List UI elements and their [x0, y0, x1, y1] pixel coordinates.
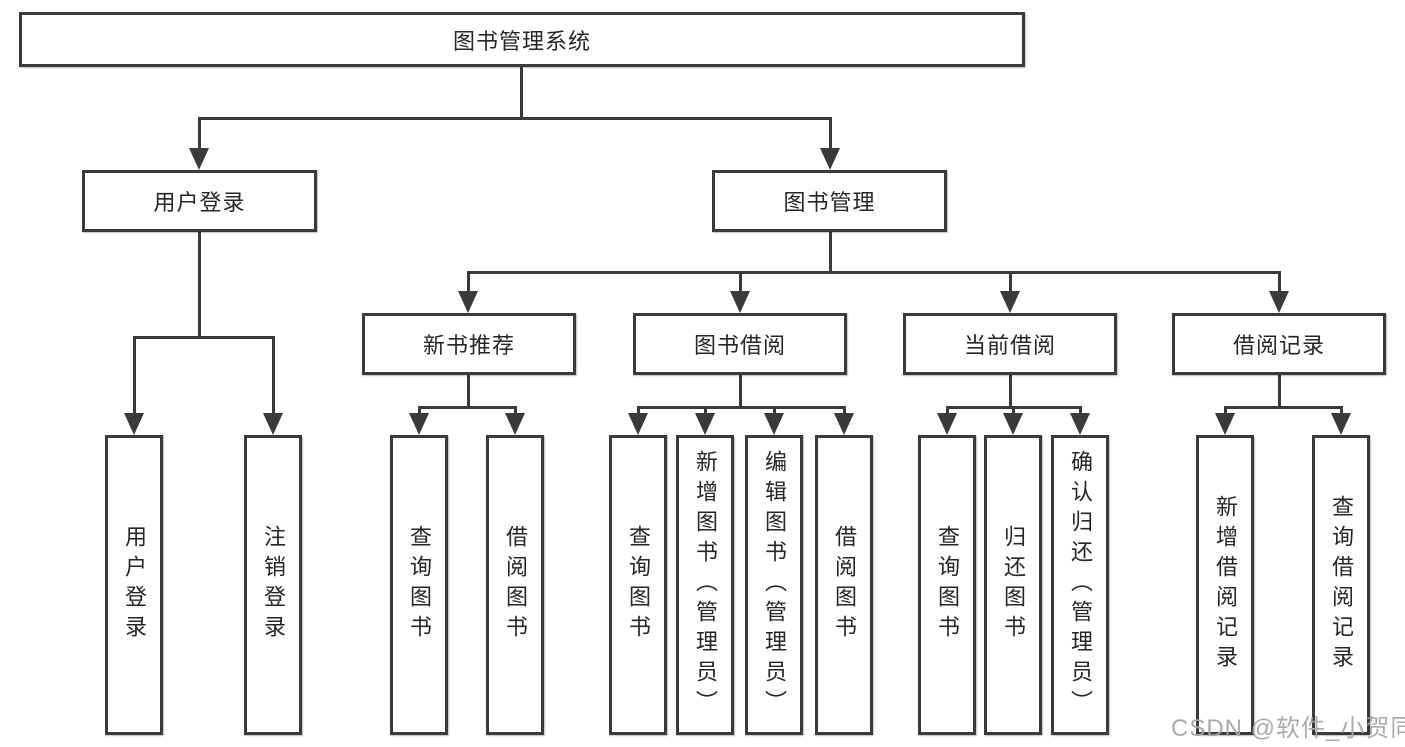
arrow-down-icon — [1269, 291, 1289, 313]
arrow-down-icon — [628, 413, 648, 435]
arrow-down-icon — [764, 413, 784, 435]
connector-line — [133, 336, 275, 339]
connector-line — [198, 117, 201, 150]
connector-line — [1012, 406, 1015, 415]
leaf-add-books-admin: 新增图书（管理员） — [676, 435, 734, 735]
arrow-down-icon — [409, 413, 429, 435]
connector-line — [198, 232, 201, 339]
arrow-down-icon — [1000, 291, 1020, 313]
connector-line — [1009, 271, 1012, 293]
node-label: 图书管理 — [783, 190, 876, 215]
node-label: 当前借阅 — [963, 333, 1056, 358]
node-label: 图书管理系统 — [452, 28, 591, 54]
leaf-user-login: 用户登录 — [105, 435, 163, 735]
node-new-book-recommend: 新书推荐 — [362, 313, 576, 375]
connector-line — [1278, 271, 1281, 293]
connector-line — [520, 67, 523, 119]
leaf-return-books: 归还图书 — [984, 435, 1042, 735]
arrow-down-icon — [263, 413, 283, 435]
connector-line — [1079, 406, 1082, 415]
leaf-label: 确认归还（管理员） — [1068, 450, 1093, 720]
leaf-label: 用户登录 — [122, 525, 147, 645]
leaf-borrow-books-recommend: 借阅图书 — [486, 435, 544, 735]
leaf-label: 查询图书 — [407, 525, 432, 645]
connector-line — [1224, 406, 1227, 415]
node-book-borrowing: 图书借阅 — [633, 313, 847, 375]
connector-line — [272, 336, 275, 415]
arrow-down-icon — [820, 148, 840, 170]
leaf-label: 归还图书 — [1001, 525, 1026, 645]
node-label: 图书借阅 — [693, 333, 786, 358]
connector-line — [739, 271, 742, 293]
arrow-down-icon — [505, 413, 525, 435]
leaf-confirm-return-admin: 确认归还（管理员） — [1051, 435, 1109, 735]
connector-line — [637, 406, 845, 409]
node-book-management: 图书管理 — [712, 170, 947, 232]
node-label: 用户登录 — [153, 190, 246, 215]
leaf-label: 新增图书（管理员） — [693, 450, 718, 720]
leaf-label: 查询图书 — [626, 525, 651, 645]
leaf-label: 注销登录 — [261, 525, 286, 645]
node-user-login: 用户登录 — [82, 170, 317, 232]
arrow-down-icon — [1331, 413, 1351, 435]
leaf-logout: 注销登录 — [244, 435, 302, 735]
connector-line — [773, 406, 776, 415]
leaf-query-books-current: 查询图书 — [918, 435, 976, 735]
connector-line — [418, 406, 517, 409]
connector-line — [133, 336, 136, 415]
connector-line — [637, 406, 640, 415]
connector-line — [739, 375, 742, 409]
connector-line — [467, 271, 1281, 274]
leaf-label: 查询借阅记录 — [1329, 495, 1354, 675]
connector-line — [829, 232, 832, 274]
connector-line — [1009, 375, 1012, 409]
connector-line — [704, 406, 707, 415]
leaf-label: 借阅图书 — [832, 525, 857, 645]
connector-line — [1340, 406, 1343, 415]
arrow-down-icon — [124, 413, 144, 435]
leaf-add-borrow-record: 新增借阅记录 — [1196, 435, 1254, 735]
watermark: CSDN @软件_小贺同学 — [1171, 715, 1405, 742]
leaf-query-books-recommend: 查询图书 — [390, 435, 448, 735]
leaf-label: 新增借阅记录 — [1213, 495, 1238, 675]
connector-line — [829, 117, 832, 150]
connector-line — [467, 375, 470, 409]
connector-line — [1278, 375, 1281, 409]
leaf-edit-books-admin: 编辑图书（管理员） — [745, 435, 803, 735]
arrow-down-icon — [1003, 413, 1023, 435]
connector-line — [467, 271, 470, 293]
connector-line — [1224, 406, 1343, 409]
arrow-down-icon — [937, 413, 957, 435]
arrow-down-icon — [695, 413, 715, 435]
arrow-down-icon — [834, 413, 854, 435]
node-current-borrowing: 当前借阅 — [903, 313, 1117, 375]
connector-line — [946, 406, 949, 415]
leaf-label: 编辑图书（管理员） — [762, 450, 787, 720]
arrow-down-icon — [458, 291, 478, 313]
arrow-down-icon — [189, 148, 209, 170]
node-borrowing-records: 借阅记录 — [1172, 313, 1386, 375]
connector-line — [198, 117, 832, 120]
node-library-management-system: 图书管理系统 — [19, 12, 1025, 67]
leaf-label: 借阅图书 — [503, 525, 528, 645]
connector-line — [843, 406, 846, 415]
connector-line — [418, 406, 421, 415]
connector-line — [514, 406, 517, 415]
leaf-label: 查询图书 — [935, 525, 960, 645]
arrow-down-icon — [1070, 413, 1090, 435]
arrow-down-icon — [730, 291, 750, 313]
node-label: 新书推荐 — [422, 333, 515, 358]
node-label: 借阅记录 — [1232, 333, 1325, 358]
arrow-down-icon — [1215, 413, 1235, 435]
leaf-query-borrow-record: 查询借阅记录 — [1312, 435, 1370, 735]
leaf-borrow-books-borrowing: 借阅图书 — [815, 435, 873, 735]
leaf-query-books-borrowing: 查询图书 — [609, 435, 667, 735]
